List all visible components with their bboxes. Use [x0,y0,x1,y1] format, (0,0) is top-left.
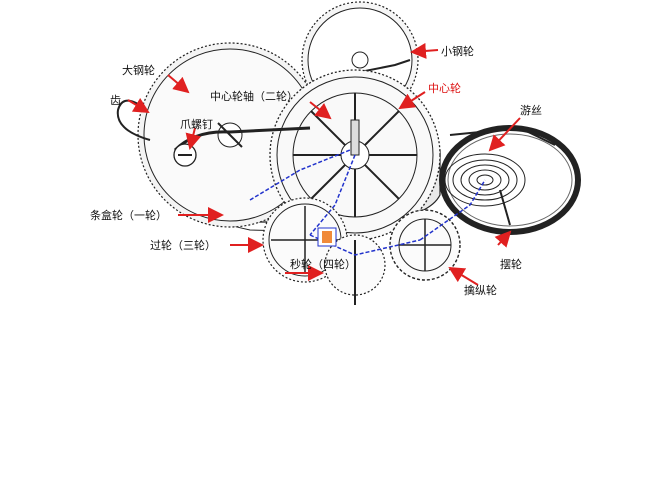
label-click-screw: 爪螺钉 [180,118,213,131]
label-arrows [127,42,521,286]
power-flow-lines [249,149,486,256]
label-balance-wheel: 摆轮 [500,257,522,271]
document-icon [317,227,337,247]
label-center-wheel-shaft: 中心轮轴（二轮） [210,89,298,103]
label-second-wheel: 秒轮（四轮） [290,257,356,271]
fourth-wheel-gear [324,234,386,305]
label-barrel-wheel: 条盒轮（一轮） [90,208,167,222]
label-large-steel-wheel: 大钢轮 [122,63,155,77]
label-hairspring: 游丝 [520,104,542,117]
hairspring-coil [444,153,526,207]
label-center-wheel: 中心轮 [428,81,461,95]
label-small-steel-wheel: 小钢轮 [441,44,474,58]
label-teeth: 齿 [110,94,121,107]
label-escape-wheel: 擒纵轮 [464,283,497,297]
balance-wheel-assembly [439,125,581,235]
label-third-wheel: 过轮（三轮） [150,238,216,252]
escape-wheel-gear [389,209,461,281]
